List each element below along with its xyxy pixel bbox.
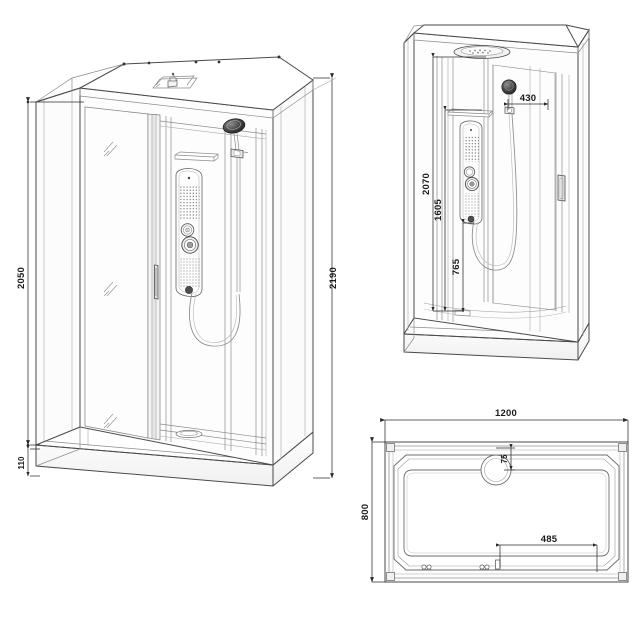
dim-top-rail: 2070: [421, 173, 432, 195]
dim-height-tray: 110: [17, 456, 26, 469]
dim-drain-offset: 75: [500, 454, 509, 463]
dimension-group-side: 430 2070 1605 765: [421, 52, 549, 313]
view-side-isometric: 430 2070 1605 765: [403, 24, 590, 361]
view-plan: 1200 800 75 485: [360, 408, 629, 583]
dimension-group-front: 2050 110 2190: [16, 73, 339, 479]
basin-inner: [403, 469, 610, 557]
ceiling-panel: [152, 72, 198, 89]
corner-posts: [386, 443, 627, 581]
shower-panel: [175, 168, 203, 297]
roof-panel: [35, 55, 314, 119]
hose-outlet: [185, 286, 193, 294]
side-panel-handle[interactable]: [557, 174, 566, 202]
glass-sparkle: [103, 141, 118, 429]
hand-shower-holder[interactable]: [230, 148, 249, 159]
massage-jets-lower: [180, 257, 200, 288]
shower-hose: [189, 292, 241, 347]
glass-panel-left: [84, 106, 149, 439]
diverter-knob[interactable]: [181, 236, 199, 254]
door-handle[interactable]: [154, 264, 159, 300]
drain-outlet-plan: [480, 454, 512, 486]
dim-plan-depth: 800: [360, 504, 371, 520]
dim-plan-width: 1200: [495, 408, 517, 419]
dimension-group-plan: 1200 800 75 485: [360, 408, 629, 583]
dim-door-offset: 485: [541, 534, 558, 545]
door-rollers: [421, 559, 501, 570]
dim-panel-bottom: 765: [451, 258, 462, 275]
hand-shower-holder-side[interactable]: [504, 106, 515, 115]
overhead-rain-shower: [453, 45, 511, 302]
hand-shower-head: [222, 118, 246, 134]
hand-shower-side: [471, 79, 518, 271]
corner-shelf: [174, 151, 219, 162]
drain-outlet: [175, 430, 203, 438]
dim-height-total: 2190: [328, 267, 339, 289]
dim-panel-top: 1605: [433, 199, 444, 221]
massage-jets-upper: [179, 186, 200, 219]
dim-height-cabin: 2050: [16, 267, 27, 289]
sliding-door: [147, 113, 161, 441]
roof-panel-side: [403, 24, 590, 54]
cabin-body: [35, 79, 314, 467]
dim-rain-offset: 430: [520, 93, 536, 104]
control-knob[interactable]: [180, 223, 195, 237]
hand-shower-assembly: [189, 118, 249, 347]
shower-panel-side: [459, 120, 483, 225]
view-front-isometric: 2050 110 2190: [16, 55, 339, 487]
